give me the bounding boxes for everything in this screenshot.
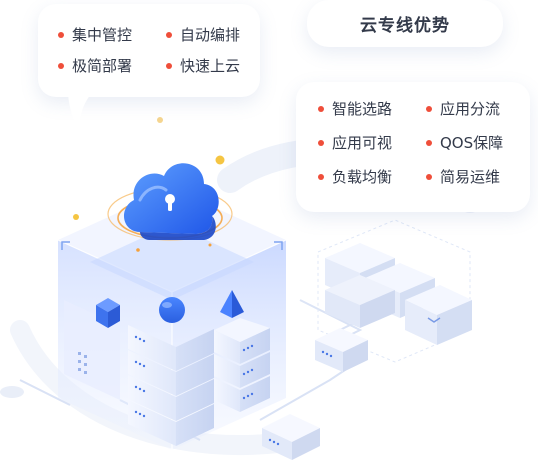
feature-item: QOS保障 xyxy=(426,132,503,153)
cube-icon xyxy=(96,298,120,328)
feature-card-left: 集中管控 自动编排 极简部署 快速上云 xyxy=(38,4,260,97)
card-title: 云专线优势 xyxy=(360,16,450,36)
feature-label: 极简部署 xyxy=(72,57,133,75)
bullet-dot xyxy=(318,105,324,112)
feature-item: 快速上云 xyxy=(166,55,240,76)
feature-card-right: 智能选路 应用分流 应用可视 QOS保障 负载均衡 简易运维 xyxy=(296,82,530,212)
bullet-dot xyxy=(58,62,64,69)
feature-item: 负载均衡 xyxy=(318,166,392,187)
bullet-dot xyxy=(166,62,172,69)
decorative-dots xyxy=(73,117,225,252)
pyramid-icon xyxy=(220,290,244,318)
feature-label: 应用分流 xyxy=(440,100,501,118)
bullet-dot xyxy=(426,173,432,180)
feature-label: 简易运维 xyxy=(440,168,501,186)
title-card: 云专线优势 xyxy=(307,0,503,47)
router-box-bottom xyxy=(262,414,320,460)
small-disc xyxy=(0,386,24,398)
server-stack-right xyxy=(214,318,270,412)
bullet-dot xyxy=(426,139,432,146)
feature-item: 集中管控 xyxy=(58,24,132,45)
feature-label: 负载均衡 xyxy=(332,168,393,186)
feature-item: 简易运维 xyxy=(426,166,500,187)
feature-label: QOS保障 xyxy=(440,134,504,152)
bullet-dot xyxy=(426,105,432,112)
feature-label: 快速上云 xyxy=(180,57,241,75)
server-stack-left xyxy=(128,325,214,446)
router-box-right xyxy=(315,328,368,372)
bullet-dot xyxy=(318,139,324,146)
bullet-dot xyxy=(58,31,64,38)
bullet-dot xyxy=(318,173,324,180)
cloud-lock-icon xyxy=(107,163,233,241)
feature-label: 应用可视 xyxy=(332,134,393,152)
feature-label: 智能选路 xyxy=(332,100,393,118)
feature-item: 极简部署 xyxy=(58,55,132,76)
main-glass-datacenter xyxy=(30,188,330,450)
bullet-dot xyxy=(166,31,172,38)
feature-label: 自动编排 xyxy=(180,26,241,44)
feature-item: 自动编排 xyxy=(166,24,240,45)
bubble-tail xyxy=(68,90,94,134)
feature-item: 应用分流 xyxy=(426,98,500,119)
feature-label: 集中管控 xyxy=(72,26,133,44)
feature-item: 智能选路 xyxy=(318,98,392,119)
feature-item: 应用可视 xyxy=(318,132,392,153)
bubble-tail xyxy=(296,110,308,140)
right-storage-rack xyxy=(317,219,472,363)
sphere-icon xyxy=(159,297,185,323)
